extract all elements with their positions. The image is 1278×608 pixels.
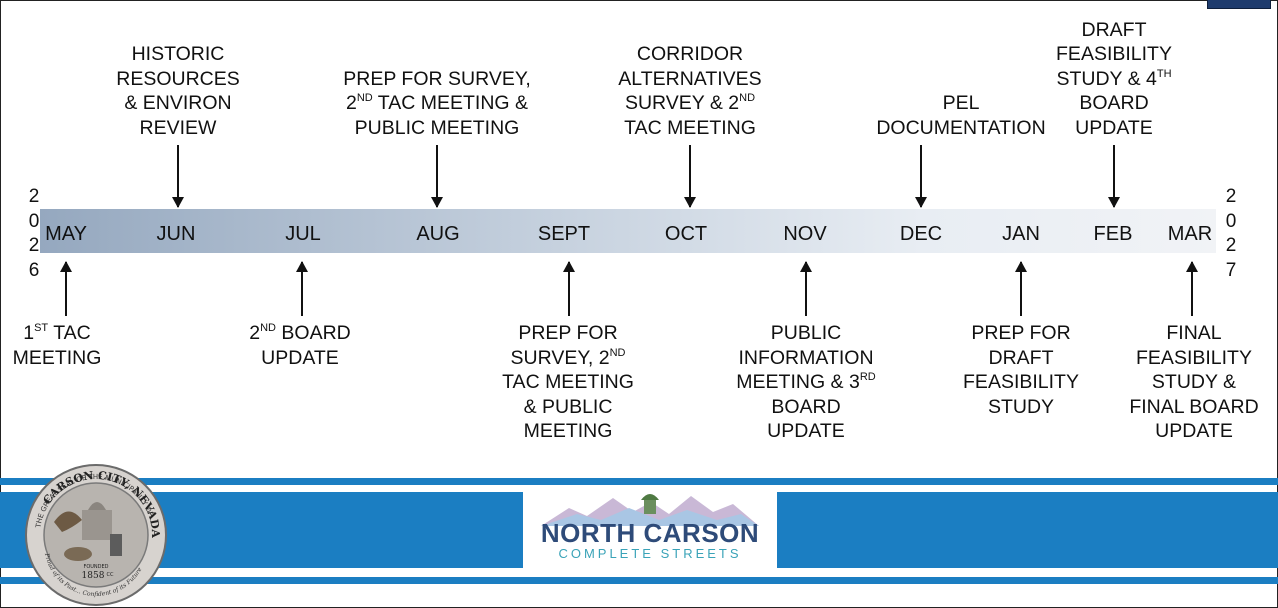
footer-band-top [0, 478, 1278, 485]
logo-subtitle: COMPLETE STREETS [558, 546, 742, 561]
mountain-icon [541, 494, 759, 526]
month-label-jul: JUL [285, 223, 321, 245]
year-end-digit: 2 [1225, 186, 1237, 207]
arrow-up-may [60, 261, 72, 316]
arrow-down-jun [172, 145, 184, 208]
year-end-digit: 2 [1225, 235, 1237, 256]
footer-band-bottom [0, 577, 1278, 584]
month-label-dec: DEC [899, 223, 943, 245]
timeline-bar [40, 209, 1216, 253]
logo-title: NORTH CARSON [540, 518, 760, 548]
arrow-up-jul [296, 261, 308, 316]
year-start-digit: 2 [28, 235, 40, 256]
year-start-digit: 0 [28, 210, 40, 232]
arrow-up-mar [1186, 261, 1198, 316]
arrow-down-dec [915, 145, 927, 208]
month-label-aug: AUG [416, 223, 460, 245]
milestone-above-aug: PREP FOR SURVEY,2ND TAC MEETING &PUBLIC … [343, 67, 531, 139]
arrow-down-feb [1108, 145, 1120, 208]
seal-year: 1858 [82, 571, 105, 581]
month-label-jun: JUN [156, 223, 196, 245]
month-label-nov: NOV [783, 223, 827, 245]
arrow-down-aug [431, 145, 443, 208]
arrow-up-jan [1015, 261, 1027, 316]
arrow-up-sept [563, 261, 575, 316]
year-start-digit: 2 [28, 186, 40, 207]
north-carson-logo: NORTH CARSON COMPLETE STREETS [523, 486, 777, 570]
arrow-down-oct [684, 145, 696, 208]
seal-founded: FOUNDED [83, 564, 108, 570]
corner-tab [1207, 0, 1271, 9]
year-start-digit: 6 [28, 259, 40, 281]
month-label-oct: OCT [664, 223, 708, 245]
seal-cc: CC [107, 572, 114, 578]
month-label-sept: SEPT [537, 223, 591, 245]
carson-city-seal: THE GREAT SEAL OF THE MUNICIPALITY OF CA… [25, 464, 167, 606]
arrow-up-nov [800, 261, 812, 316]
year-end-digit: 0 [1225, 210, 1237, 232]
month-label-may: MAY [45, 223, 87, 245]
month-label-jan: JAN [1002, 223, 1040, 245]
year-end-digit: 7 [1225, 259, 1237, 281]
month-label-mar: MAR [1167, 223, 1213, 245]
month-label-feb: FEB [1093, 223, 1133, 245]
